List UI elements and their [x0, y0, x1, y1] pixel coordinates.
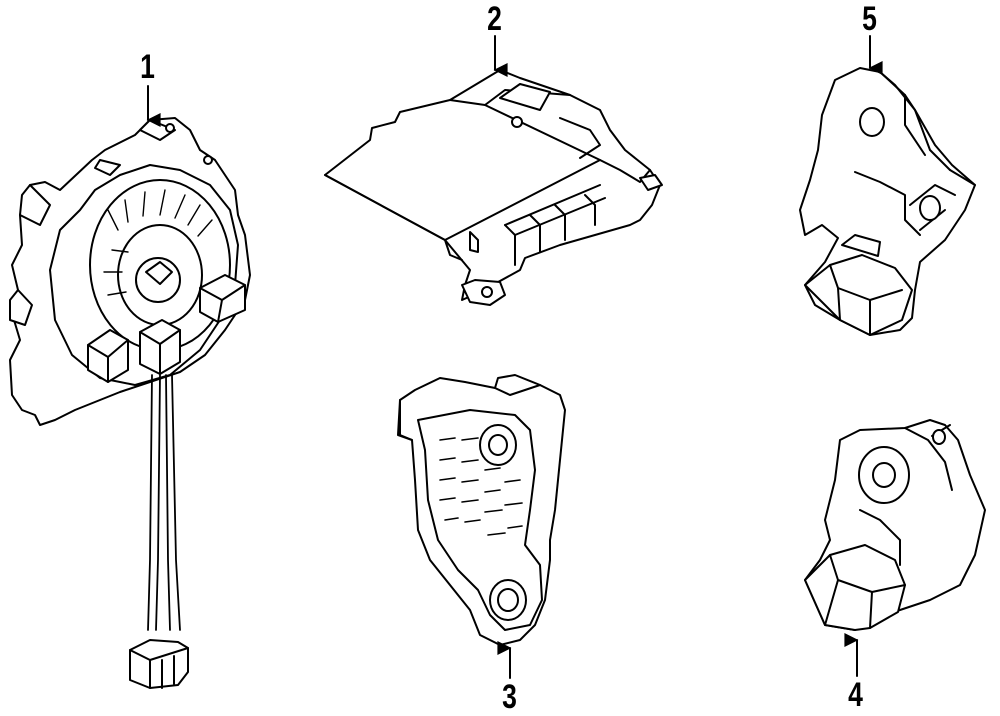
- sensor-bracket-part: [397, 374, 566, 646]
- callout-1: 1: [140, 48, 155, 86]
- clockspring-part: [9, 117, 251, 689]
- control-module-part: [324, 69, 663, 306]
- callout-5: 5: [862, 0, 877, 38]
- impact-sensor-upper-part: [799, 67, 976, 336]
- callout-3: 3: [502, 678, 517, 716]
- impact-sensor-lower-part: [804, 419, 986, 631]
- callout-2: 2: [487, 0, 502, 38]
- callout-4: 4: [848, 676, 863, 714]
